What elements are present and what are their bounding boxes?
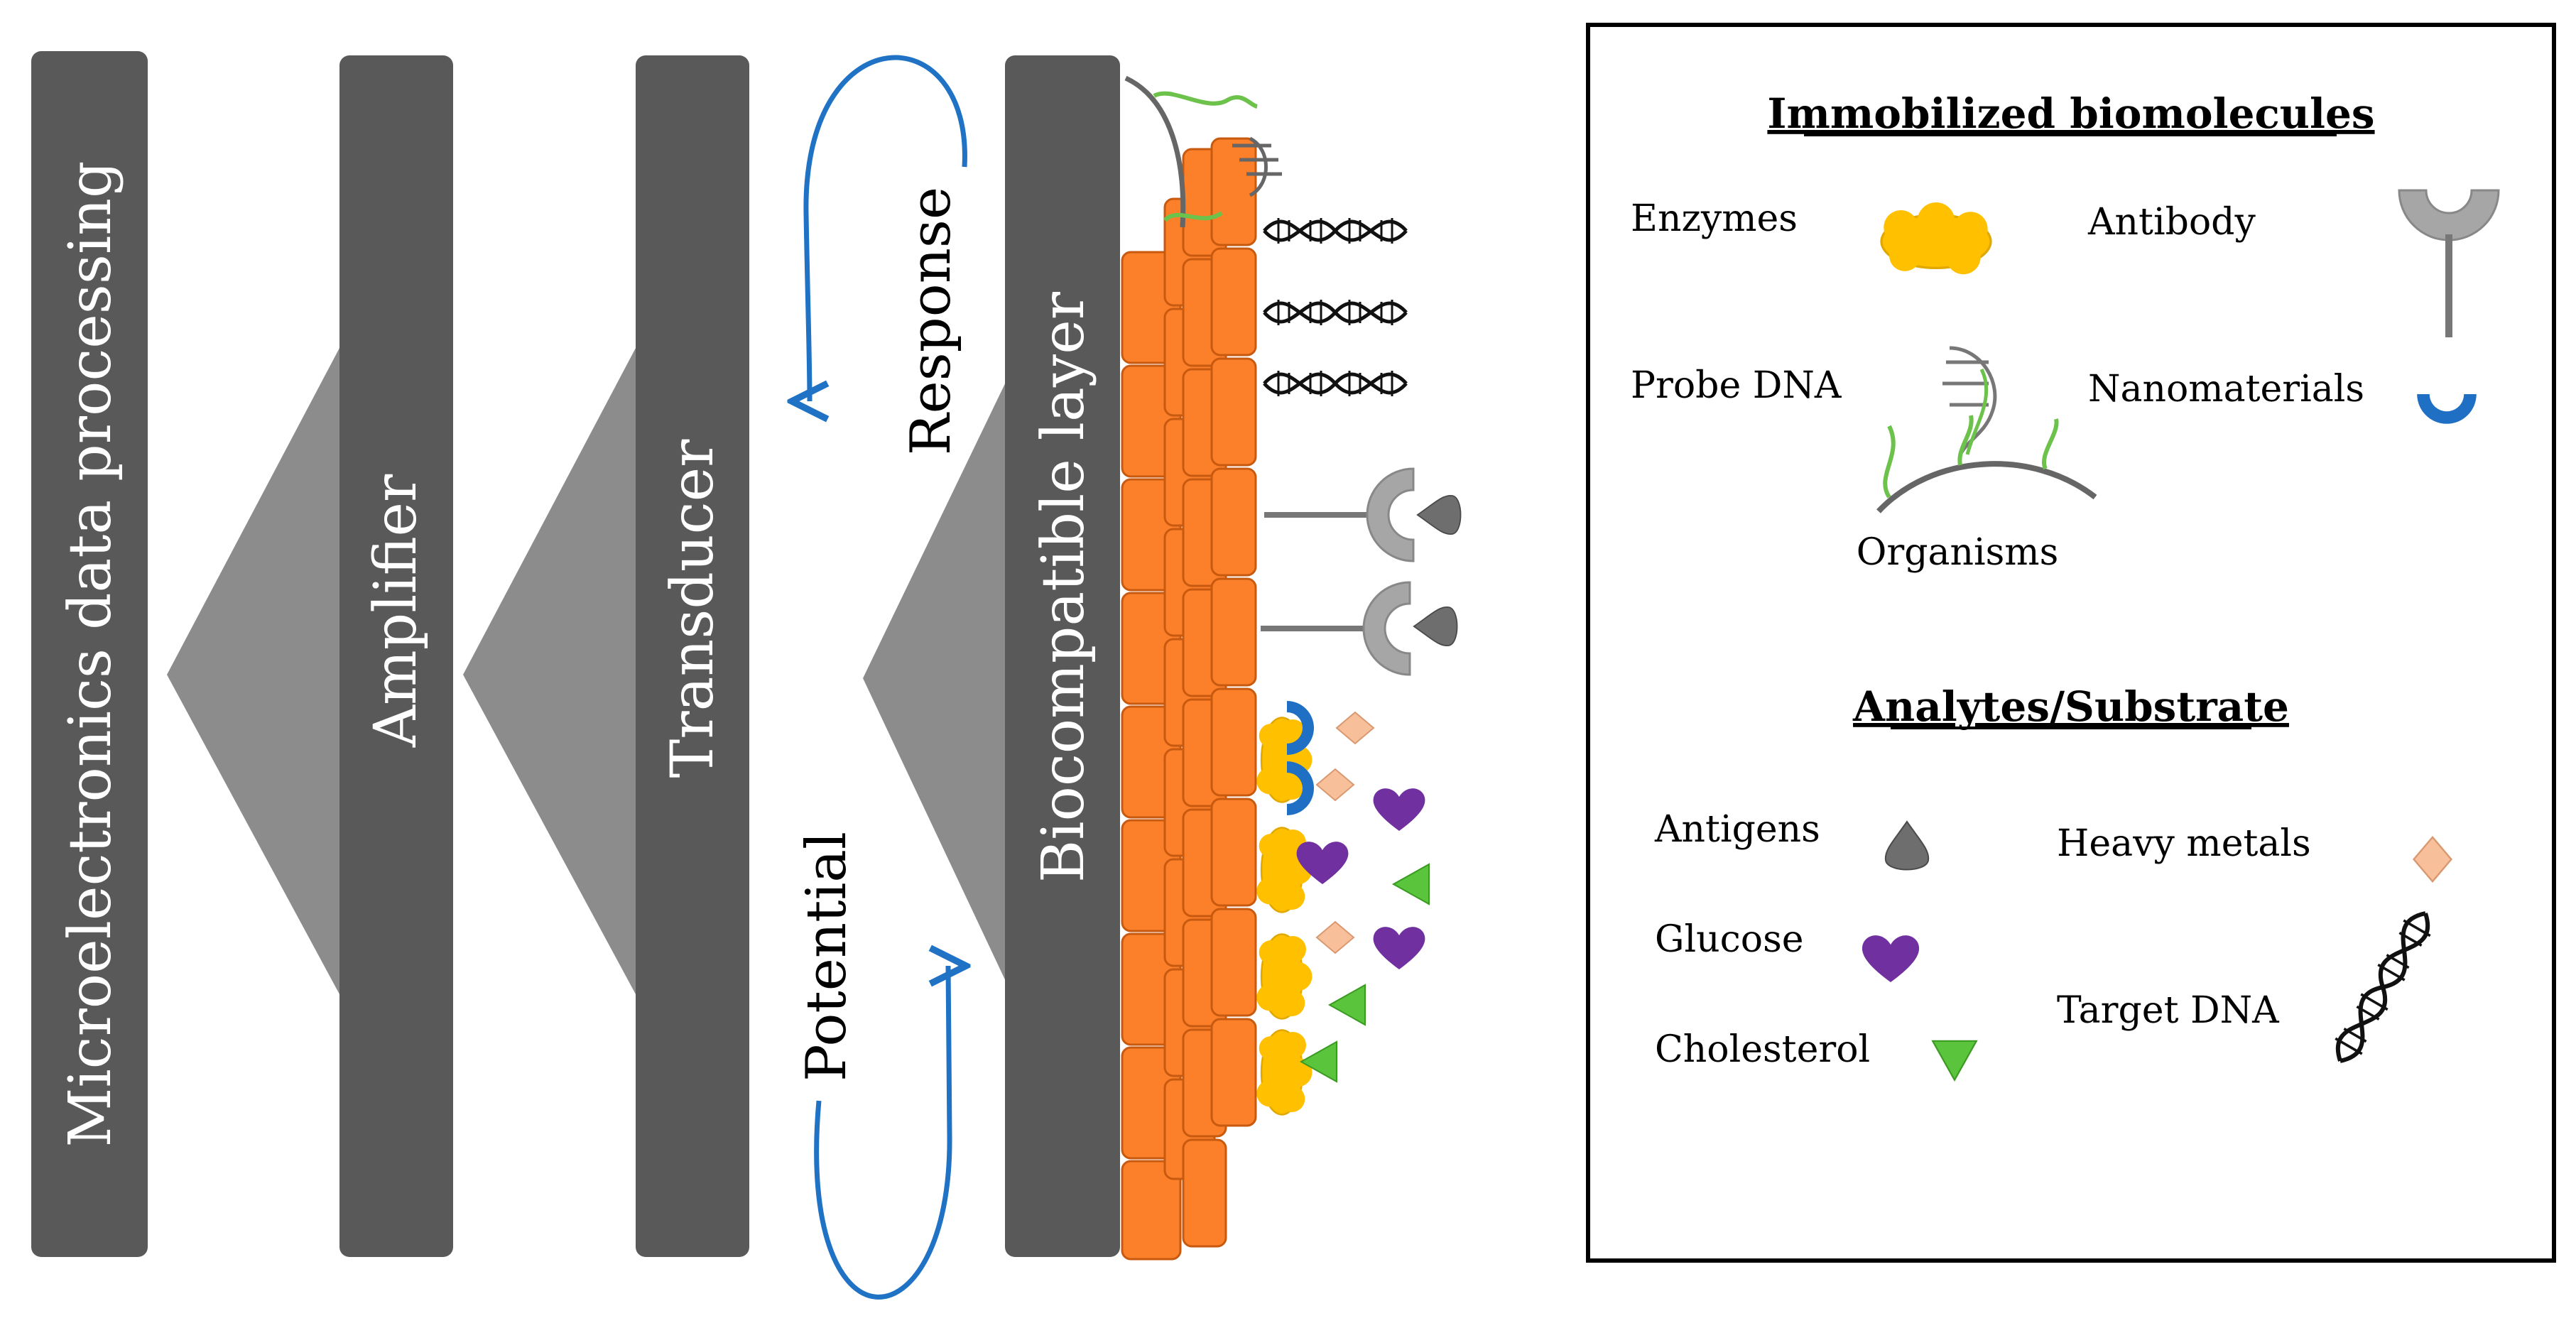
connector-triangle-1 — [167, 348, 339, 994]
legend-nanomaterials: Nanomaterials — [2088, 368, 2364, 410]
probe-dna-icon — [1942, 346, 1997, 456]
legend-antigens: Antigens — [1654, 808, 1820, 851]
antibody-antigen-2 — [1261, 581, 1458, 676]
connector-triangle-2 — [463, 348, 636, 994]
connector-triangle-3 — [863, 376, 1009, 987]
legend-cholesterol: Cholesterol — [1655, 1028, 1870, 1071]
organism-on-layer — [1124, 75, 1282, 228]
legend-box — [1586, 23, 2556, 1263]
enzyme-blob-icon — [1880, 201, 1992, 276]
analytes-heading: Analytes/Substrate — [1852, 682, 2289, 731]
transducer-block — [636, 55, 749, 1257]
immobilized-heading: Immobilized biomolecules — [1767, 89, 2374, 138]
analytes-near-layer — [1296, 712, 1430, 1082]
legend-target-dna: Target DNA — [2057, 989, 2280, 1032]
cell-stack — [1121, 137, 1257, 1261]
legend-probe-dna: Probe DNA — [1631, 364, 1842, 407]
response-arrow — [806, 55, 967, 401]
potential-arrow — [814, 966, 950, 1300]
dna-probe-3 — [1264, 371, 1406, 396]
y-antibody-icon — [2398, 189, 2500, 337]
dna-probe-2 — [1264, 300, 1406, 325]
microelectronics-block — [31, 51, 148, 1257]
potential-label: Potential — [795, 832, 859, 1082]
legend-organisms: Organisms — [1857, 531, 2059, 574]
transducer-label: Transducer — [659, 439, 727, 778]
amplifier-block — [339, 55, 453, 1257]
antibody-antigen-1 — [1264, 467, 1462, 562]
response-label: Response — [899, 187, 963, 455]
biocompatible-label: Biocompatible layer — [1030, 291, 1097, 883]
legend-antibody: Antibody — [2087, 201, 2256, 244]
amplifier-label: Amplifier — [362, 474, 430, 748]
legend-glucose: Glucose — [1655, 918, 1804, 961]
legend-enzymes: Enzymes — [1631, 197, 1798, 240]
dna-probe-1 — [1264, 218, 1406, 244]
biocompatible-block — [1005, 55, 1120, 1257]
microelectronics-label: Microelectronics data processing — [57, 161, 124, 1148]
organism-arc-icon — [1876, 415, 2097, 513]
legend-heavy-metals: Heavy metals — [2057, 822, 2311, 865]
